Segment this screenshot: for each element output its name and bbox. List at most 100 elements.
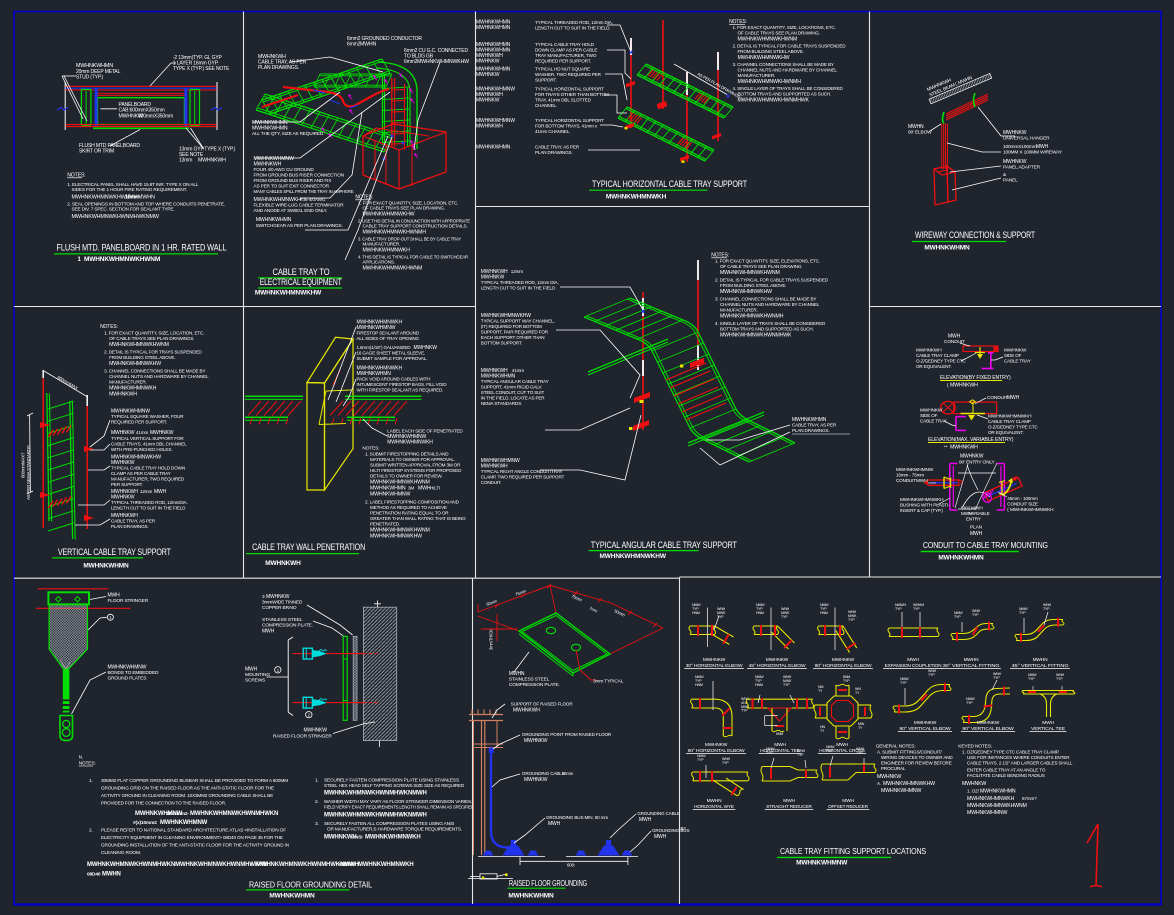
svg-text:TYPICAL HORIZONTAL SUPPORT: TYPICAL HORIZONTAL SUPPORT (535, 118, 604, 123)
svg-text:MWHNKWHMNWKH: MWHNKWHMNWKH (357, 320, 403, 326)
svg-text:MWHNKWH: MWHNKWH (111, 489, 138, 495)
svg-text:MANUFACTURER.: MANUFACTURER. (720, 308, 758, 313)
svg-text:MWHNKWHMNW: MWHNKWHMNW (357, 325, 396, 331)
svg-text:CONDUIT: CONDUIT (896, 478, 916, 483)
svg-text:TYP: TYP (848, 618, 855, 622)
svg-text:MWHNKWH: MWHNKWH (111, 513, 138, 519)
svg-text:8NM: 8NM (843, 675, 850, 679)
svg-text:BOTTOM TRAYS AND SUPPORTED AS: BOTTOM TRAYS AND SUPPORTED AS SUCH. (738, 92, 832, 97)
svg-text:MWHNKWHMN: MWHNKWHMN (476, 20, 511, 26)
svg-text:45mm - 100mm: 45mm - 100mm (1007, 496, 1038, 501)
svg-text:APPLICATIONS.: APPLICATIONS. (363, 260, 395, 265)
svg-text:NOTES:: NOTES: (100, 324, 118, 330)
svg-text:CLAMP, TWO REQUIRED PER SUPPOR: CLAMP, TWO REQUIRED PER SUPPORT (481, 475, 565, 480)
svg-text:TYPICAL CABLE TRAY HOLD DOWN: TYPICAL CABLE TRAY HOLD DOWN (111, 466, 185, 471)
svg-text:1: 1 (78, 257, 82, 263)
svg-text:1. ELECTRICAL PANEL SHALL HAVE: 1. ELECTRICAL PANEL SHALL HAVE 15.8T INR… (67, 182, 199, 187)
svg-text:MWHNKWHMNWKH: MWHNKWHMNWKH (900, 497, 944, 503)
svg-text:400mmX350mm: 400mmX350mm (138, 114, 173, 120)
svg-text:NM: NM (818, 685, 823, 689)
svg-text:MWHNKWHMN: MWHNKWHMN (83, 563, 129, 570)
svg-text:WIREWAY CONNECTION & SUPPORT: WIREWAY CONNECTION & SUPPORT (915, 230, 1035, 240)
svg-text:MWHNKWHMNW: MWHNKWHMNW (370, 492, 411, 498)
svg-text:MATERIALS TO OWNER FOR APPROVA: MATERIALS TO OWNER FOR APPROVAL. (370, 457, 455, 462)
svg-text:MWHNKWHMNWKHW: MWHNKWHMNWKHW (417, 59, 469, 65)
svg-text:MWHNKWHMNWKHWNMHWK: MWHNKWHMNWKHWNMHWK (720, 333, 792, 339)
svg-text:O-Z/GEDNEY TYPE CTC: O-Z/GEDNEY TYPE CTC (988, 425, 1038, 430)
svg-text:FOR BOTTOM TRAYS, 41mm x: FOR BOTTOM TRAYS, 41mm x (535, 124, 598, 129)
svg-text:TYP: TYP (1043, 607, 1050, 611)
svg-text:MWH: MWH (154, 489, 167, 495)
svg-text:41mm CHANNEL.: 41mm CHANNEL. (535, 129, 570, 134)
svg-text:REQUIRED PER SUPPORT.: REQUIRED PER SUPPORT. (535, 59, 591, 64)
svg-text:(: ( (947, 383, 949, 389)
svg-text:MWK: MWK (741, 705, 750, 709)
svg-text:NMW: NMW (755, 675, 764, 679)
svg-text:**: ** (944, 445, 948, 450)
svg-text:GENERAL NOTES:: GENERAL NOTES: (876, 744, 916, 750)
svg-text:FROM BUILDING STEEL ABOVE.: FROM BUILDING STEEL ABOVE. (109, 355, 175, 360)
svg-text:WIRING DEVICES TO OWNER AND: WIRING DEVICES TO OWNER AND (881, 755, 953, 760)
svg-text:TYPE X (TYP.) SEE NOTE: TYPE X (TYP.) SEE NOTE (173, 66, 230, 72)
svg-text:MWHNKWHMNWKH: MWHNKWHMNWKH (606, 194, 667, 201)
svg-text:WNH: WNH (993, 672, 1002, 676)
svg-text:MWHNKWHMNW: MWHNKWHMNW (254, 156, 295, 162)
svg-text:OR EQUIVALENT.: OR EQUIVALENT. (988, 430, 1024, 435)
svg-text:20mm DEEP METAL: 20mm DEEP METAL (76, 69, 121, 75)
svg-text:CABLE TRAY CLAMP: CABLE TRAY CLAMP (916, 353, 959, 358)
svg-text:TY: TY (855, 691, 860, 695)
svg-text:2.: 2. (89, 828, 93, 834)
svg-text:MWHNKWHMNWKH: MWHNKWHMNWKH (358, 862, 414, 868)
svg-text:MWHNKW: MWHNKW (111, 495, 135, 501)
svg-text:41mm: 41mm (512, 368, 524, 373)
svg-text:MWHNKWHMNWKH: MWHNKWHMNWKH (387, 440, 433, 446)
svg-text:<: < (250, 862, 253, 868)
svg-text:NOTES:: NOTES: (729, 19, 747, 25)
svg-text:2. DETAIL IS TYPICAL FOR TRAY: 2. DETAIL IS TYPICAL FOR TRAYS SUSPENDED (104, 350, 202, 355)
svg-text:DOWN CLAMP AS PER CABLE: DOWN CLAMP AS PER CABLE (535, 48, 597, 53)
svg-text:NMW: NMW (900, 677, 909, 681)
svg-text:ELECTRICITY EQUIPMENT IN CLEAN: ELECTRICITY EQUIPMENT IN CLEANING ENVIRO… (101, 835, 283, 841)
svg-text:SEE DIV. 7 SPEC. SECTION FOR S: SEE DIV. 7 SPEC. SECTION FOR SEALANT TYP… (72, 207, 175, 212)
svg-text:TYPICAL SUPPORT WAY CHANNEL,: TYPICAL SUPPORT WAY CHANNEL, (481, 319, 555, 324)
svg-text:MANUFACTURER.: MANUFACTURER. (109, 380, 147, 385)
svg-text:TYPICAL ANGULAR CABLE TRAY SUP: TYPICAL ANGULAR CABLE TRAY SUPPORT (591, 540, 738, 550)
svg-text:PACK VOID AROUND CABLES WITH: PACK VOID AROUND CABLES WITH (357, 377, 431, 382)
svg-text:ELEVATION(MAX. VARIABLE ENTRY): ELEVATION(MAX. VARIABLE ENTRY) (928, 437, 1014, 443)
svg-text:100MM X 100MM WIREWAY: 100MM X 100MM WIREWAY (1003, 150, 1063, 156)
svg-text:MWHNKW: MWHNKW (476, 59, 500, 65)
svg-text:MWHNKWH: MWHNKWH (916, 348, 942, 354)
svg-text:MWHNKW: MWHNKW (304, 728, 328, 734)
svg-text:FLUSH MTD. PANELBOARD IN 1 HR.: FLUSH MTD. PANELBOARD IN 1 HR. RATED WAL… (57, 243, 227, 253)
svg-text:VERTICAL TEE: VERTICAL TEE (1031, 726, 1065, 731)
svg-text:TRAY MANUFACTURER, TWO: TRAY MANUFACTURER, TWO (535, 53, 597, 58)
svg-text:FROM GROUND BUS RISER CONNECTI: FROM GROUND BUS RISER CONNECTION (254, 173, 345, 178)
svg-text:NMW: NMW (756, 603, 765, 607)
svg-text:TYP: TYP (755, 679, 762, 683)
svg-text:MWHNKWHMN: MWHNKWHMN (269, 893, 315, 900)
svg-text:PLEASE REFER TO NATIONAL STAND: PLEASE REFER TO NATIONAL STANDARD ARCHIT… (101, 828, 286, 834)
svg-text:CHANNEL.: CHANNEL. (535, 103, 557, 108)
svg-text:MANUFACTURER.: MANUFACTURER. (363, 242, 401, 247)
svg-text:MANUFACTURER.: MANUFACTURER. (738, 73, 776, 78)
svg-text:NMWH: NMWH (895, 603, 907, 607)
svg-text:PANELBOARD: PANELBOARD (119, 102, 152, 108)
svg-text:MWHNKWHMNWKHWNM: MWHNKWHMNWKHWNM (738, 37, 798, 43)
svg-text:BONDS TO EMBEDDED: BONDS TO EMBEDDED (108, 670, 160, 676)
svg-text:MWHNKW: MWHNKW (766, 657, 789, 663)
svg-text:MWHNKW: MWHNKW (703, 657, 726, 663)
svg-text:CABLE TRAY SUPPORT CONSTRUCTIO: CABLE TRAY SUPPORT CONSTRUCTION DETAILS. (363, 224, 468, 229)
svg-text:MWHN: MWHN (964, 657, 980, 663)
svg-text:3mm TYPICAL: 3mm TYPICAL (593, 679, 624, 685)
svg-text:HNM: HNM (695, 683, 703, 687)
svg-text:STUD (TYP.): STUD (TYP.) (76, 75, 104, 81)
svg-text:30MM2 FLAT COPPER GROUNDING BU: 30MM2 FLAT COPPER GROUNDING BUSBAR SHALL… (101, 778, 288, 784)
svg-text:MWH: MWH (548, 821, 561, 827)
svg-text:NOTES:: NOTES: (79, 761, 96, 767)
svg-text:TYP: TYP (797, 753, 804, 757)
svg-text:KEYED NOTES:: KEYED NOTES: (958, 744, 992, 750)
svg-text:WNH: WNH (1056, 673, 1065, 677)
svg-text:MWH: MWH (639, 817, 652, 823)
svg-text:MWHNKWHMNW: MWHNKWHMNW (135, 811, 183, 817)
svg-text:MWHNKWHMNWKHWNM: MWHNKWHMNWKHWNM (84, 256, 160, 263)
